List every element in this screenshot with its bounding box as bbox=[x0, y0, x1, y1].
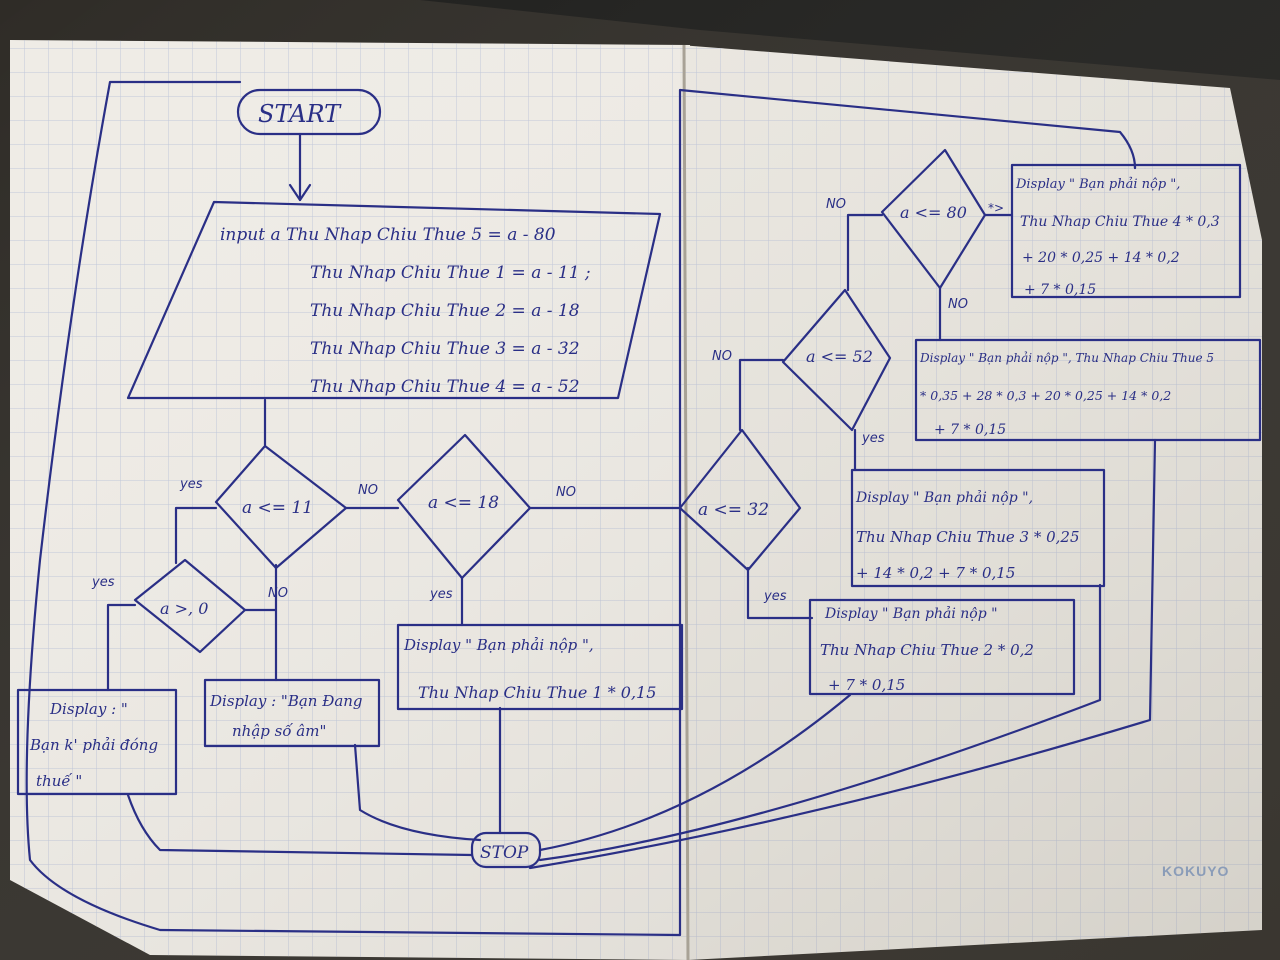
svg-text:a <= 18: a <= 18 bbox=[428, 493, 499, 513]
svg-text:a <= 11: a <= 11 bbox=[242, 498, 313, 518]
edge-labels: yes NO yes NO yes NO yes NO yes NO *> NO bbox=[91, 197, 1004, 604]
svg-text:a <= 52: a <= 52 bbox=[806, 347, 873, 366]
output-tax2: Display " Bạn phải nộp " Thu Nhap Chiu T… bbox=[808, 598, 1076, 696]
brand-logo: KOKUYO bbox=[1162, 863, 1229, 879]
svg-text:thuế ": thuế " bbox=[36, 772, 82, 790]
svg-text:Display " Bạn phải nộp ": Display " Bạn phải nộp " bbox=[824, 605, 998, 622]
output-tax1: Display " Bạn phải nộp ", Thu Nhap Chiu … bbox=[396, 623, 684, 711]
svg-text:+ 20 * 0,25 + 14 * 0,2: + 20 * 0,25 + 14 * 0,2 bbox=[1022, 250, 1180, 266]
svg-text:yes: yes bbox=[763, 589, 787, 604]
input-line-4: Thu Nhap Chiu Thue 3 = a - 32 bbox=[310, 339, 580, 359]
svg-text:Bạn k' phải đóng: Bạn k' phải đóng bbox=[29, 736, 158, 754]
svg-text:yes: yes bbox=[861, 431, 885, 446]
input-line-1: input a Thu Nhap Chiu Thue 5 = a - 80 bbox=[220, 225, 556, 245]
svg-text:yes: yes bbox=[91, 575, 115, 590]
svg-text:+ 7 * 0,15: + 7 * 0,15 bbox=[1024, 282, 1096, 298]
svg-text:Thu Nhap Chiu Thue 4 * 0,3: Thu Nhap Chiu Thue 4 * 0,3 bbox=[1020, 214, 1220, 230]
svg-text:NO: NO bbox=[268, 586, 288, 601]
spine bbox=[682, 44, 690, 960]
svg-text:a <= 80: a <= 80 bbox=[900, 203, 967, 222]
decision-a-le-32: a <= 32 bbox=[678, 428, 802, 572]
svg-text:NO: NO bbox=[826, 197, 846, 212]
svg-text:Display : "Bạn Đang: Display : "Bạn Đang bbox=[209, 692, 363, 710]
svg-text:+ 14 * 0,2 + 7 * 0,15: + 14 * 0,2 + 7 * 0,15 bbox=[856, 564, 1015, 582]
svg-text:NO: NO bbox=[358, 483, 378, 498]
svg-text:yes: yes bbox=[179, 477, 203, 492]
svg-text:Display " Bạn phải nộp ",: Display " Bạn phải nộp ", bbox=[1015, 177, 1180, 192]
svg-text:Display " Bạn phải nộp ",: Display " Bạn phải nộp ", bbox=[855, 489, 1033, 506]
start-label: START bbox=[258, 100, 342, 128]
input-line-3: Thu Nhap Chiu Thue 2 = a - 18 bbox=[310, 301, 580, 321]
start-terminal: START bbox=[236, 88, 382, 136]
svg-text:+ 7 * 0,15: + 7 * 0,15 bbox=[934, 422, 1006, 438]
svg-text:* 0,35 + 28 * 0,3 + 20 * 0,25: * 0,35 + 28 * 0,3 + 20 * 0,25 + 14 * 0,2 bbox=[920, 388, 1171, 403]
svg-text:NO: NO bbox=[556, 485, 576, 500]
svg-text:yes: yes bbox=[429, 587, 453, 602]
svg-text:Thu Nhap Chiu Thue 1 * 0,15: Thu Nhap Chiu Thue 1 * 0,15 bbox=[418, 683, 656, 702]
output-khong-phai-dong-thue: Display : " Bạn k' phải đóng thuế " bbox=[16, 688, 178, 796]
input-line-5: Thu Nhap Chiu Thue 4 = a - 52 bbox=[310, 377, 580, 397]
stop-label: STOP bbox=[480, 843, 529, 863]
svg-text:+ 7 * 0,15: + 7 * 0,15 bbox=[828, 676, 905, 694]
svg-text:NO: NO bbox=[712, 349, 732, 364]
decision-a-ge-0: a >, 0 bbox=[133, 558, 247, 654]
output-tax3: Display " Bạn phải nộp ", Thu Nhap Chiu … bbox=[850, 468, 1106, 588]
svg-text:Thu Nhap Chiu Thue 2 * 0,2: Thu Nhap Chiu Thue 2 * 0,2 bbox=[820, 641, 1034, 659]
svg-text:*>: *> bbox=[988, 201, 1004, 215]
svg-text:Display " Bạn phải nộp ", Thu: Display " Bạn phải nộp ", Thu Nhap Chiu … bbox=[919, 351, 1214, 365]
stop-terminal: STOP bbox=[470, 831, 542, 869]
svg-text:Display " Bạn phải nộp ",: Display " Bạn phải nộp ", bbox=[403, 636, 594, 654]
output-tax4: Display " Bạn phải nộp ", Thu Nhap Chiu … bbox=[1010, 163, 1242, 299]
connectors bbox=[25, 80, 1157, 937]
output-so-am: Display : "Bạn Đang nhập số âm" bbox=[203, 678, 381, 748]
decision-a-le-18: a <= 18 bbox=[396, 433, 532, 580]
svg-text:NO: NO bbox=[948, 297, 968, 312]
svg-text:Display : ": Display : " bbox=[49, 700, 128, 718]
decision-a-le-11: a <= 11 bbox=[214, 444, 348, 570]
decision-a-le-52: a <= 52 bbox=[781, 288, 892, 432]
input-line-2: Thu Nhap Chiu Thue 1 = a - 11 ; bbox=[310, 263, 591, 283]
svg-text:a >, 0: a >, 0 bbox=[160, 599, 208, 618]
decision-a-le-80: a <= 80 bbox=[880, 148, 987, 290]
svg-text:a <= 32: a <= 32 bbox=[698, 500, 769, 520]
input-box: input a Thu Nhap Chiu Thue 5 = a - 80 Th… bbox=[126, 200, 662, 400]
svg-text:Thu Nhap Chiu Thue 3 * 0,25: Thu Nhap Chiu Thue 3 * 0,25 bbox=[856, 528, 1080, 546]
svg-text:nhập số âm": nhập số âm" bbox=[232, 722, 326, 740]
output-tax5: Display " Bạn phải nộp ", Thu Nhap Chiu … bbox=[914, 338, 1262, 442]
